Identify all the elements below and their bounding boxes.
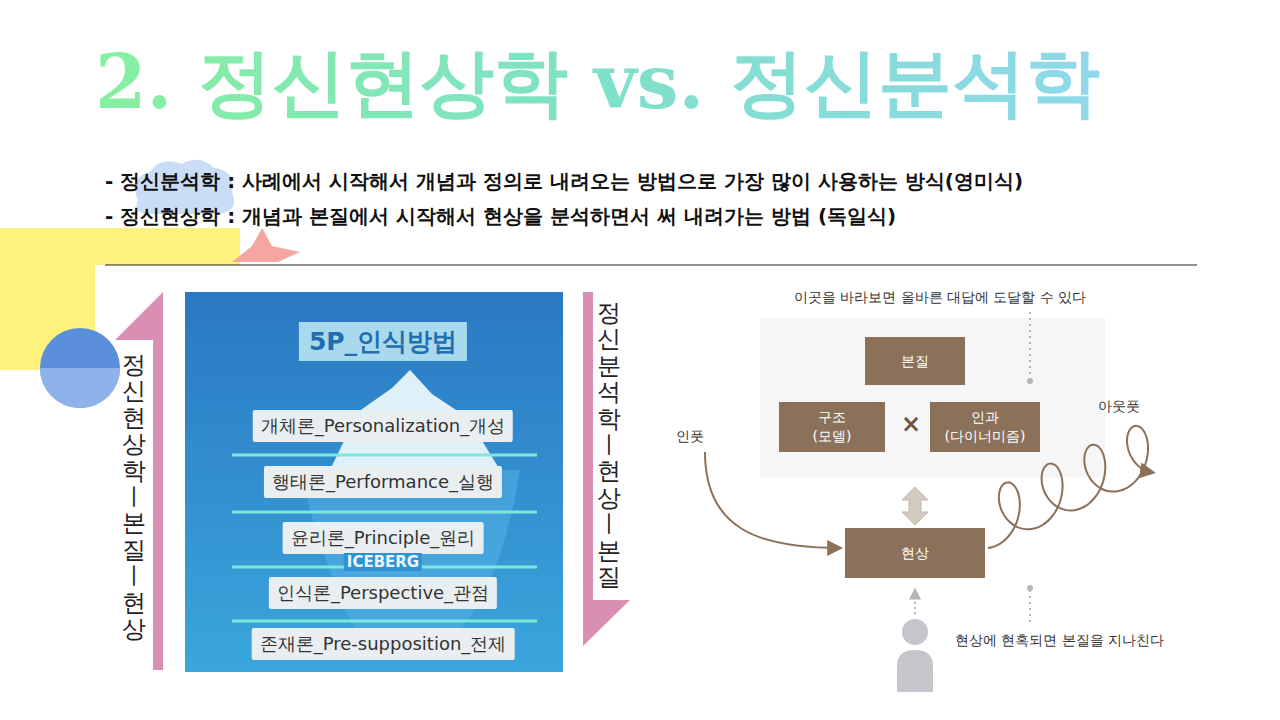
slide-title: 2. 정신현상학 vs. 정신분석학 bbox=[95, 34, 1100, 134]
box-text: 존재론_Pre-supposition_전제 bbox=[260, 632, 507, 656]
layer-box: 행태론_Performance_실행 bbox=[264, 466, 502, 498]
gaze-arrow bbox=[914, 590, 916, 614]
structure-box: 구조(모델) bbox=[779, 402, 885, 452]
bullet-text: - 정신분석학 : 사례에서 시작해서 개념과 정의로 내려오는 방법으로 가장… bbox=[105, 168, 1023, 195]
box-text: (다이너미즘) bbox=[945, 427, 1026, 446]
down-arrow bbox=[583, 292, 630, 646]
bullet-text: - 정신현상학 : 개념과 본질에서 시작해서 현상을 분석하면서 써 내려가는… bbox=[105, 203, 896, 230]
person-head bbox=[902, 619, 928, 645]
box-text: 윤리론_Principle_원리 bbox=[291, 526, 476, 550]
essence-area bbox=[760, 318, 1105, 478]
pink-star bbox=[232, 228, 300, 262]
note-text: 이곳을 바라보면 올바른 대답에 도달할 수 있다 bbox=[794, 289, 1087, 307]
box-text: 인식론_Perspective_관점 bbox=[277, 581, 489, 605]
water-lines bbox=[232, 455, 537, 621]
blue-circle bbox=[40, 328, 120, 408]
person-body bbox=[897, 650, 933, 692]
box-text: 본질 bbox=[901, 352, 929, 371]
yellow-block bbox=[95, 228, 240, 265]
phenomenon-box: 현상 bbox=[845, 528, 985, 578]
vertical-label: 정신현상학ㅣ본질ㅣ현상 bbox=[122, 352, 146, 642]
leader-line bbox=[1029, 590, 1031, 624]
leader-dot bbox=[1027, 378, 1033, 384]
output-label: 아웃풋 bbox=[1098, 398, 1140, 416]
box-text: 구조 bbox=[818, 408, 846, 427]
layer-box: 개체론_Personalization_개성 bbox=[253, 410, 513, 442]
box-text: (모델) bbox=[813, 427, 852, 446]
essence-box: 본질 bbox=[865, 337, 965, 385]
box-text: 인과 bbox=[971, 408, 999, 427]
multiply-sign: × bbox=[901, 410, 921, 438]
leader-dot bbox=[1027, 585, 1033, 591]
box-text: 행태론_Performance_실행 bbox=[272, 470, 494, 494]
heading-box: 5P_인식방법 bbox=[299, 322, 467, 361]
watermark: ICEBERG bbox=[344, 553, 422, 571]
causality-box: 인과(다이너미즘) bbox=[930, 402, 1040, 452]
box-text: 5P_인식방법 bbox=[309, 325, 457, 358]
up-arrow bbox=[115, 292, 163, 670]
note-text: 현상에 현혹되면 본질을 지나친다 bbox=[955, 632, 1164, 650]
layer-box: 존재론_Pre-supposition_전제 bbox=[252, 628, 515, 660]
layer-box: 인식론_Perspective_관점 bbox=[269, 577, 497, 609]
vertical-label: 정신분석학ㅣ현상ㅣ본질 bbox=[597, 300, 621, 590]
box-text: 현상 bbox=[901, 544, 929, 563]
input-label: 인풋 bbox=[676, 428, 704, 446]
leader-line bbox=[1029, 312, 1031, 378]
iceberg-panel bbox=[185, 292, 563, 672]
blue-circle bbox=[40, 368, 120, 408]
box-text: 개체론_Personalization_개성 bbox=[261, 414, 505, 438]
layer-box: 윤리론_Principle_원리 bbox=[283, 522, 484, 554]
double-arrow bbox=[902, 487, 928, 525]
input-arrow bbox=[705, 452, 840, 548]
divider-line bbox=[105, 265, 1197, 266]
